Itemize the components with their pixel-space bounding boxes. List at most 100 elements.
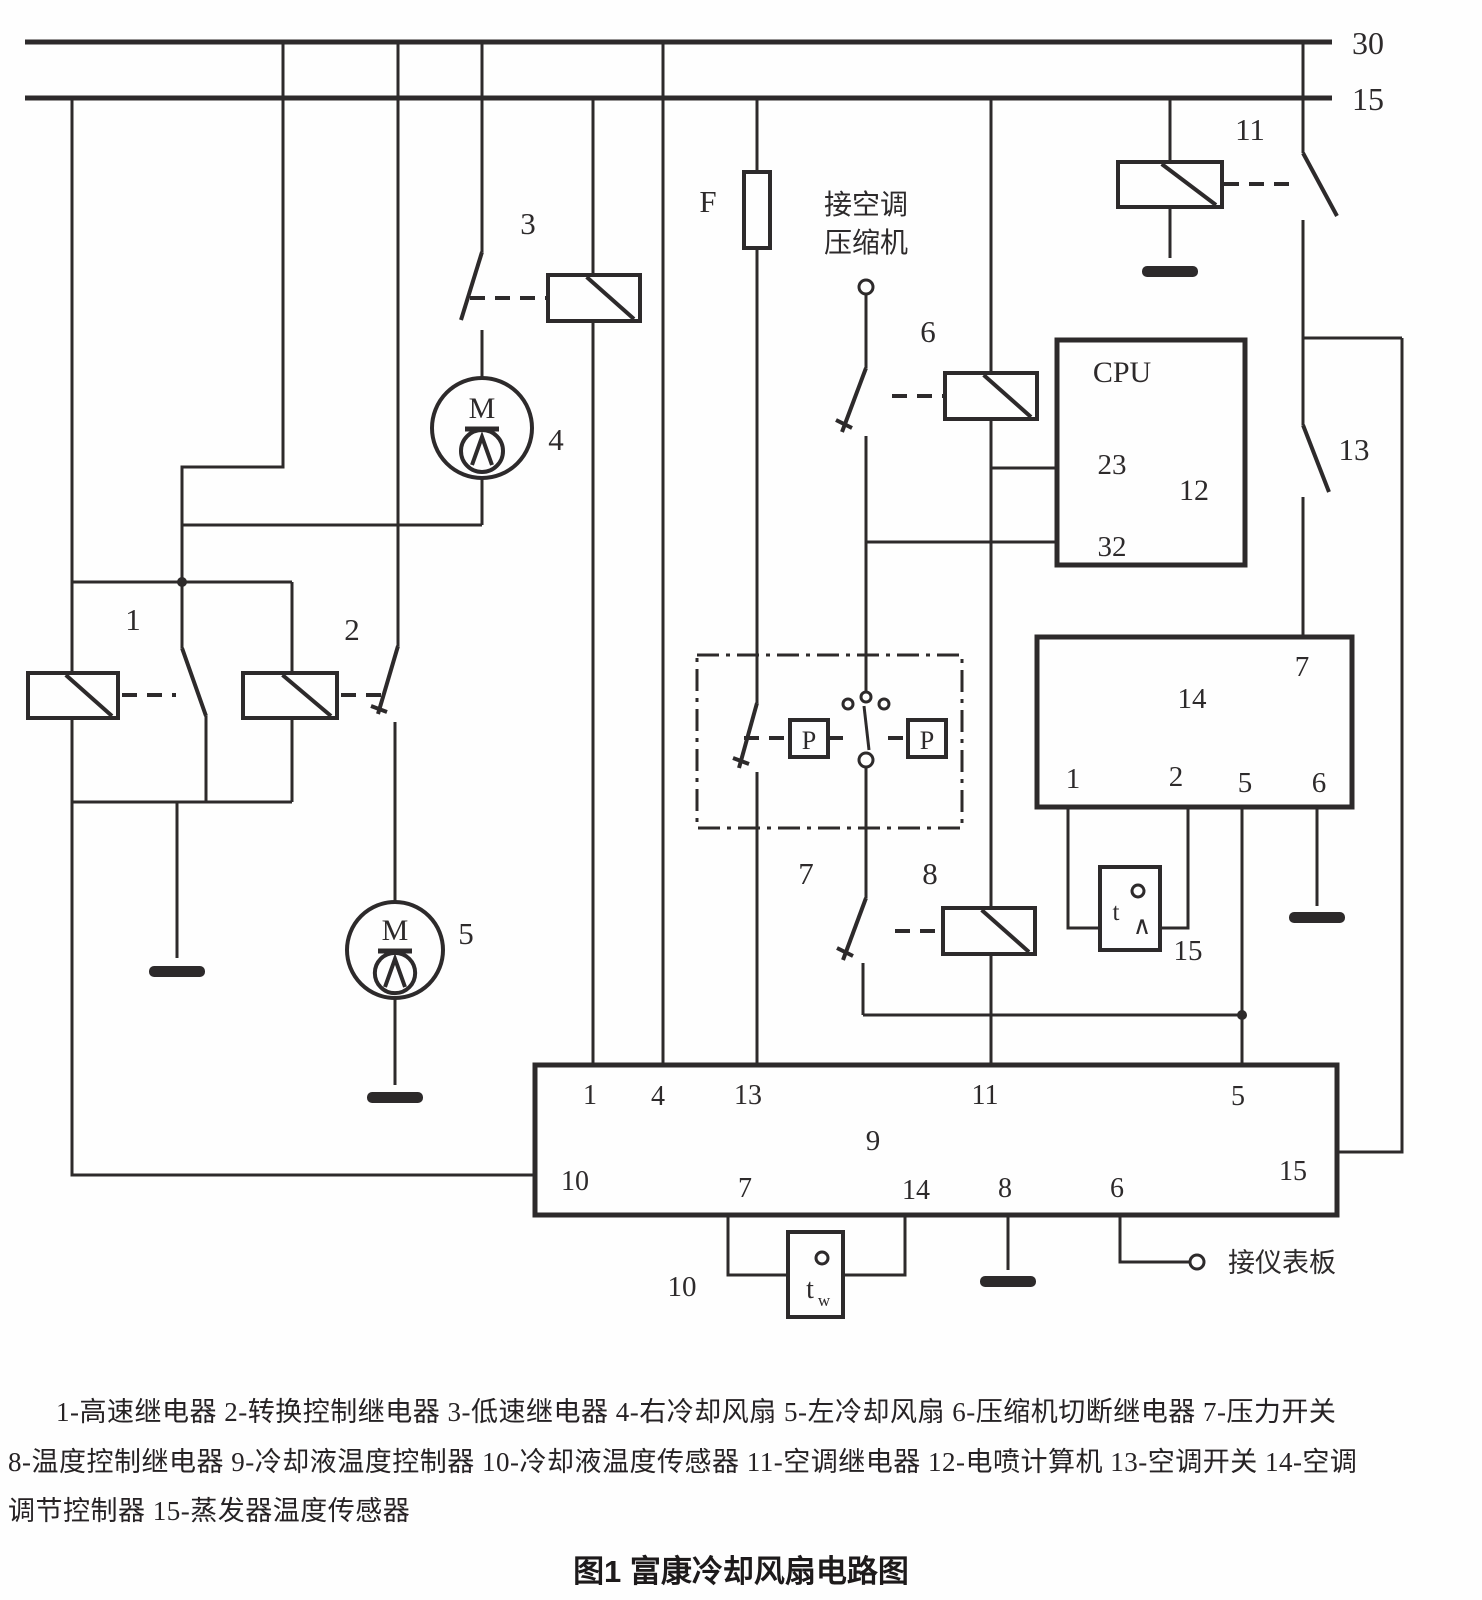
wire-block9-pin14: [843, 1215, 907, 1277]
contact-dot-left: [841, 697, 855, 711]
pressure-switch-box: [695, 653, 964, 830]
contact-dot-right: [877, 697, 891, 711]
evaporator-sensor-dot: [1130, 883, 1146, 899]
ac-compressor-terminal: [857, 278, 875, 296]
contact-dot-mid: [859, 690, 873, 704]
switch6-blade: [840, 367, 868, 433]
switch1-blade: [180, 647, 208, 717]
fan-motor-left-m-label: M: [382, 914, 409, 947]
ground-relay12-ground-icon: [149, 966, 205, 977]
contact-blade: [862, 705, 871, 751]
cpu-block: [1054, 337, 1248, 568]
num-relay6: 6: [920, 314, 936, 349]
num-relay11: 11: [1235, 112, 1265, 147]
ground-relay11-ground-icon: [1142, 266, 1198, 277]
rail-label-15: 15: [1352, 81, 1384, 117]
rail-label-30: 30: [1352, 25, 1384, 61]
legend-line-2: 8-温度控制继电器 9-冷却液温度控制器 10-冷却液温度传感器 11-空调继电…: [8, 1447, 1358, 1477]
instrument-panel-terminal: [1188, 1253, 1206, 1271]
num-relay3: 3: [520, 206, 536, 241]
relay2-coil-diagonal: [281, 673, 333, 718]
switch8-blade: [841, 897, 868, 961]
num-fan4: 4: [548, 422, 564, 457]
ac-control-block: [1034, 634, 1355, 810]
fan-motor-right-fan-icon: [470, 431, 494, 466]
ac-compressor-text-2: 压缩机: [824, 227, 908, 259]
p-cell-right: [906, 718, 948, 759]
ground-motor5-ground-icon: [367, 1092, 423, 1103]
relay11-coil-diagonal: [1160, 162, 1218, 207]
b9-pin4: 4: [651, 1081, 665, 1112]
cpu-pin23: 23: [1098, 449, 1127, 481]
num-sensor10: 10: [668, 1271, 697, 1303]
wire-switch1-feed: [180, 42, 285, 648]
relay1-coil-diagonal: [64, 673, 114, 718]
b9-pin14: 14: [902, 1175, 930, 1206]
fan-motor-right-fan-ring: [459, 428, 505, 474]
ac-compressor-text-1: 接空调: [824, 189, 908, 221]
legend-line-3: 调节控制器 15-蒸发器温度传感器: [8, 1496, 411, 1526]
relay8-coil-diagonal: [980, 908, 1031, 954]
wire-right-loop-to-pin15: [1337, 338, 1404, 1154]
b9-pin10: 10: [561, 1166, 589, 1197]
switch13-blade: [1301, 424, 1331, 493]
pressure-switch-blade: [737, 702, 759, 769]
wire-block9-pin6: [1118, 1215, 1189, 1264]
num-relay2: 2: [344, 612, 360, 647]
junction-pin5-bus: [1237, 1010, 1247, 1020]
wire-left-to-pin10: [70, 718, 535, 1177]
evap-sensor-t: t: [1113, 899, 1120, 926]
switch3-blade: [459, 251, 484, 321]
b14-pin5: 5: [1238, 767, 1253, 799]
switch2-blade: [376, 645, 400, 715]
coolant-sensor-dot: [814, 1250, 830, 1266]
p-cell-left: [788, 718, 830, 759]
b14-pin1: 1: [1066, 763, 1081, 795]
coolant-sensor-w: w: [818, 1291, 831, 1310]
fuse-label: F: [699, 184, 716, 219]
wire-block14-pin2: [1160, 807, 1190, 930]
coolant-temp-controller-block: [532, 1062, 1340, 1218]
relay6-coil-diagonal: [982, 373, 1033, 419]
evaporator-sensor-box: [1098, 865, 1162, 952]
b9-pin1: 1: [583, 1080, 597, 1111]
b9-pin11: 11: [972, 1080, 999, 1111]
coolant-sensor-box: [786, 1230, 845, 1319]
num-relay1: 1: [125, 602, 141, 637]
cpu-num12: 12: [1179, 474, 1209, 507]
switch2-tick: [370, 704, 388, 714]
fan-motor-left-fan-icon: [383, 953, 407, 988]
b9-pin5: 5: [1231, 1081, 1245, 1112]
fan-motor-right-m-label: M: [469, 392, 496, 425]
b9-pin15: 15: [1279, 1156, 1307, 1187]
b14-pin2: 2: [1169, 761, 1184, 793]
b9-pin6: 6: [1110, 1173, 1124, 1204]
evap-sensor-wave: ∧: [1133, 913, 1151, 940]
num-fan5: 5: [458, 916, 474, 951]
switch6-tick: [835, 418, 853, 430]
coolant-sensor-t: t: [806, 1274, 814, 1305]
cpu-title: CPU: [1093, 356, 1152, 389]
legend-line-1: 1-高速继电器 2-转换控制继电器 3-低速继电器 4-右冷却风扇 5-左冷却风…: [56, 1397, 1337, 1427]
wire-block9-pin7: [726, 1215, 788, 1277]
switch11-blade: [1301, 152, 1339, 217]
pressure-switch-tick: [732, 756, 750, 766]
wire-block14-pin1: [1066, 807, 1100, 930]
ground-block9-pin8-ground-icon: [980, 1276, 1036, 1287]
relay3-coil-diagonal: [585, 275, 636, 321]
b14-pin6: 6: [1312, 767, 1327, 799]
contact-lower-terminal: [857, 751, 875, 769]
ground-block14-pin6-ground-icon: [1289, 912, 1345, 923]
b9-pin8: 8: [998, 1173, 1012, 1204]
b9-num: 9: [866, 1125, 881, 1157]
b14-num: 14: [1178, 683, 1208, 715]
fan-motor-left-fan-ring: [372, 950, 418, 996]
num-pressure7: 7: [798, 856, 814, 891]
switch8-tick: [836, 946, 854, 958]
junction-switch1: [177, 577, 187, 587]
num-switch13: 13: [1339, 432, 1370, 467]
b9-pin7: 7: [738, 1173, 752, 1204]
num-relay8: 8: [922, 856, 938, 891]
